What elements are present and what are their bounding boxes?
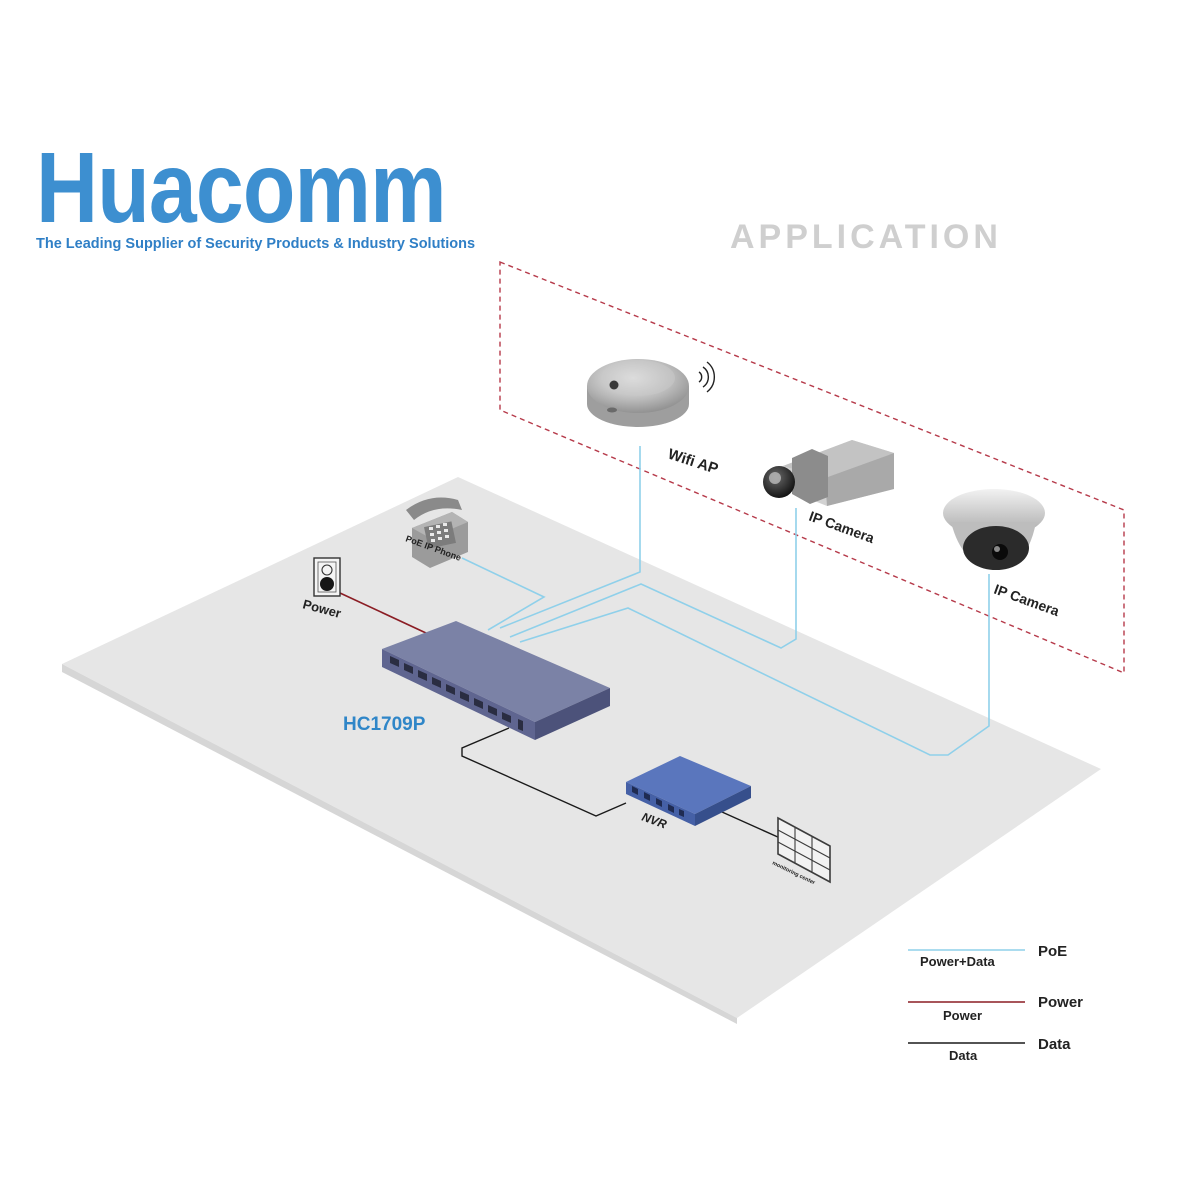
poe-line-ip-camera-box <box>509 508 797 649</box>
label-wifi-ap: Wifi AP <box>666 446 721 478</box>
legend-key-data: Data <box>1038 1036 1071 1053</box>
poe-line-phone <box>461 557 546 631</box>
ip-camera-dome-device <box>943 489 1045 570</box>
poe-switch-device <box>382 621 610 740</box>
application-zone-border <box>499 260 1125 675</box>
brand-name: Huacomm <box>36 132 447 244</box>
ip-camera-box-device <box>763 440 894 506</box>
ip-phone-device <box>406 497 468 568</box>
poe-lines <box>461 446 990 756</box>
section-title: APPLICATION <box>730 218 1002 256</box>
wifi-signal-icon <box>698 361 716 393</box>
poe-line-ip-camera-dome <box>519 574 990 756</box>
legend-desc-data: Data <box>949 1048 978 1063</box>
label-ip-camera-dome: IP Camera <box>992 581 1062 619</box>
label-ip-camera-box: IP Camera <box>807 508 877 546</box>
data-lines <box>461 727 781 839</box>
data-line-switch-nvr <box>461 727 627 817</box>
legend-desc-power: Power <box>943 1008 982 1023</box>
floor-plane <box>62 477 1101 1018</box>
power-outlet-device <box>313 557 341 597</box>
power-line <box>339 592 427 634</box>
poe-line-wifi-ap <box>499 446 641 629</box>
brand-tagline: The Leading Supplier of Security Product… <box>36 236 476 252</box>
floor-edge <box>62 664 737 1024</box>
legend-item-poe: PoE Power+Data <box>908 943 1067 969</box>
legend-key-poe: PoE <box>1038 943 1067 960</box>
legend-key-power: Power <box>1038 994 1083 1011</box>
legend-item-data: Data Data <box>908 1036 1071 1063</box>
monitor-wall-device <box>777 816 831 884</box>
nvr-device <box>626 756 751 826</box>
wifi-ap-device <box>587 359 689 427</box>
label-switch-model: HC1709P <box>343 714 426 735</box>
legend: PoE Power+Data Power Power Data Data <box>908 943 1083 1063</box>
data-line-nvr-monitor <box>721 811 781 839</box>
legend-desc-poe: Power+Data <box>920 954 996 969</box>
brand-logo: Huacomm The Leading Supplier of Security… <box>36 138 496 252</box>
legend-item-power: Power Power <box>908 994 1083 1023</box>
